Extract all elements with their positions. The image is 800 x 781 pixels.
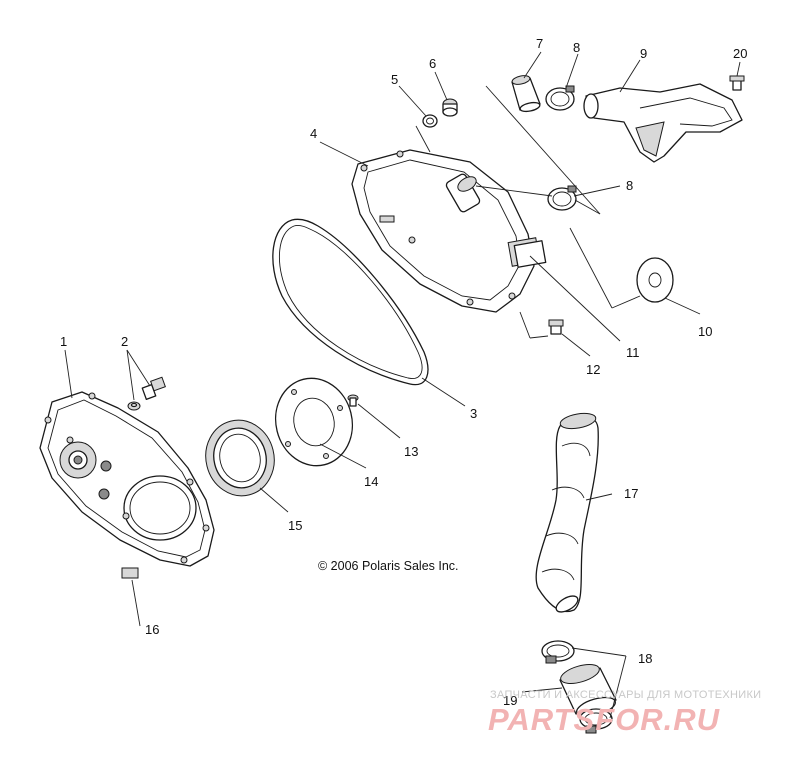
callout-8-top: 8 <box>573 40 580 55</box>
watermark-brand: PARTSFOR.RU <box>488 702 721 737</box>
drive-belt-inner <box>279 224 423 379</box>
duct-fastener <box>729 75 745 91</box>
lower-clamp-lower <box>579 708 613 734</box>
watermark: ЗАПЧАСТИ И АКСЕССУАРЫ ДЛЯ МОТОТЕХНИКИ PA… <box>488 689 761 737</box>
callout-6: 6 <box>429 56 436 71</box>
callout-14: 14 <box>364 474 378 489</box>
inner-clutch-cover <box>351 149 541 313</box>
callout-12: 12 <box>586 362 600 377</box>
callout-5: 5 <box>391 72 398 87</box>
callout-10: 10 <box>698 324 712 339</box>
callout-9: 9 <box>640 46 647 61</box>
callout-18: 18 <box>638 651 652 666</box>
callout-1: 1 <box>60 334 67 349</box>
copyright-notice: © 2006 Polaris Sales Inc. <box>318 559 459 573</box>
callout-20: 20 <box>733 46 747 61</box>
drive-belt <box>272 218 429 386</box>
cover-screw <box>548 319 564 335</box>
callout-3: 3 <box>470 406 477 421</box>
bolt-and-washer <box>127 376 166 411</box>
watermark-tagline: ЗАПЧАСТИ И АКСЕССУАРЫ ДЛЯ МОТОТЕХНИКИ <box>490 689 761 701</box>
callout-17: 17 <box>624 486 638 501</box>
inspection-plate <box>274 377 354 467</box>
callout-4: 4 <box>310 126 317 141</box>
outer-clutch-cover <box>39 391 215 567</box>
callout-2: 2 <box>121 334 128 349</box>
drain-plug <box>442 98 458 117</box>
decal-label <box>513 240 547 268</box>
hose-clamp-lower <box>547 185 577 211</box>
callout-13: 13 <box>404 444 418 459</box>
callout-8-bottom: 8 <box>626 178 633 193</box>
leader-lines <box>64 51 741 719</box>
callout-numbers: 1 2 3 4 5 6 7 8 9 20 8 10 11 12 13 14 15… <box>60 36 747 708</box>
gasket <box>636 257 674 303</box>
outlet-duct <box>535 412 599 613</box>
duct-coupler <box>511 75 541 113</box>
callout-7: 7 <box>536 36 543 51</box>
lower-clamp-upper <box>541 640 575 664</box>
callout-15: 15 <box>288 518 302 533</box>
small-decal <box>121 567 139 579</box>
small-screw <box>347 394 359 407</box>
callout-19: 19 <box>503 693 517 708</box>
hose-clamp-upper <box>545 85 575 111</box>
callout-16: 16 <box>145 622 159 637</box>
o-ring <box>422 114 438 128</box>
seal-ring <box>205 419 275 497</box>
intake-duct <box>583 83 743 163</box>
callout-11: 11 <box>626 345 640 360</box>
